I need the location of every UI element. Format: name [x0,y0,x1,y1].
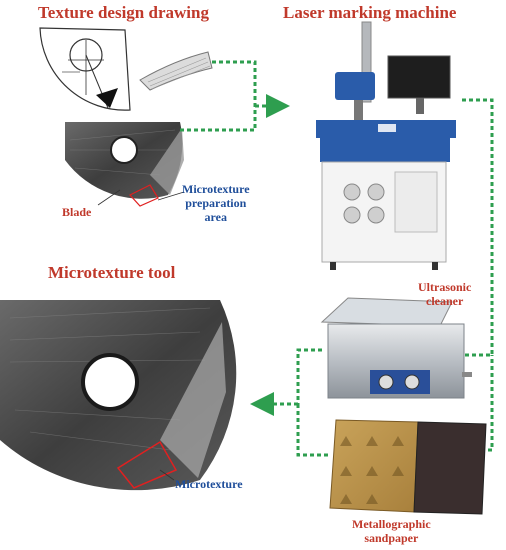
sandpaper-line-2: sandpaper [364,531,419,545]
microtexture-label: Microtexture [175,477,243,491]
preparation-area-line-2: preparation [185,196,247,210]
texture-design-drawing-title: Texture design drawing [38,3,209,22]
ultrasonic-cleaner-line-2: cleaner [426,294,464,308]
connector-machine-to-cleaner [462,98,494,452]
ultrasonic-cleaner-label: Ultrasonic cleaner [418,280,471,308]
connector-drawing-to-machine [180,60,290,132]
texture-drawing-illustration [39,27,213,111]
preparation-area-line-3: area [204,210,227,224]
sandpaper-line-1: Metallographic [352,517,431,531]
preparation-area-leader [157,191,185,201]
microtexture-preparation-area-label: Microtexture preparation area [182,182,250,224]
metallographic-sandpaper-label: Metallographic sandpaper [352,517,431,545]
blade-label: Blade [62,205,92,219]
blade-leader [97,189,121,206]
laser-marking-machine-photo [316,21,456,270]
connector-cleaner-to-tool [250,348,328,457]
blade-photo [65,122,184,207]
laser-marking-machine-title: Laser marking machine [283,3,457,22]
microtexture-tool-photo [0,300,237,491]
microtexture-tool-title: Microtexture tool [48,263,176,282]
ultrasonic-cleaner-photo [320,297,472,399]
preparation-area-line-1: Microtexture [182,182,250,196]
ultrasonic-cleaner-line-1: Ultrasonic [418,280,472,294]
microtexture-leader [159,469,175,481]
sandpaper-photo [329,419,487,515]
